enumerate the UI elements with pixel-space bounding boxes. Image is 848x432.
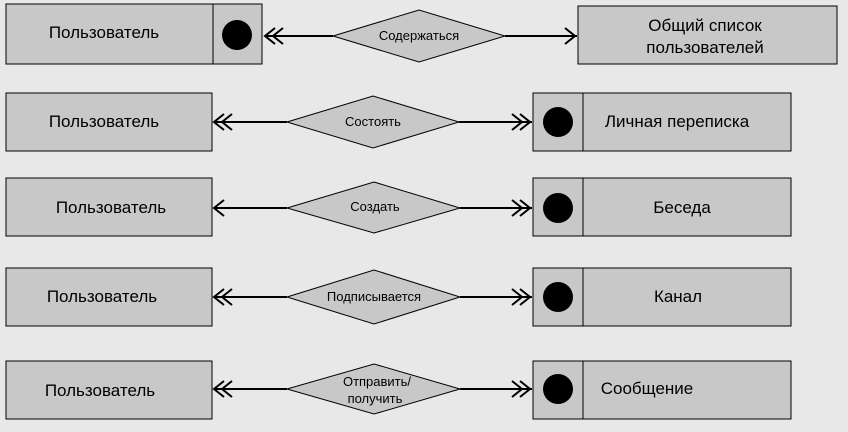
entity-group-chat-label: Беседа [653, 198, 711, 217]
many-arrowhead-left [212, 380, 225, 398]
entity-user [5, 3, 263, 65]
er-row-2: Пользователь Состоять Личная переписка [5, 92, 792, 152]
entity-user-list-label-line-2: пользователей [646, 38, 763, 57]
entity-message-label: Сообщение [601, 379, 694, 398]
entity-channel [532, 267, 792, 327]
relationship-diamond [285, 181, 462, 234]
connector-lines [263, 27, 577, 45]
many-arrowhead-left-2 [220, 380, 233, 398]
many-arrowhead-left [263, 27, 276, 45]
many-arrowhead-right [511, 380, 524, 398]
key-dot-icon [222, 20, 252, 50]
many-arrowhead-right-2 [519, 288, 532, 306]
entity-user-label: Пользователь [45, 381, 155, 400]
key-dot-icon [543, 374, 573, 404]
many-arrowhead-left-2 [220, 113, 233, 131]
entity-group-chat [532, 177, 792, 237]
entity-user-label: Пользователь [47, 287, 157, 306]
connector-lines [212, 199, 532, 217]
entity-user-list [577, 5, 838, 65]
many-arrowhead-right [511, 288, 524, 306]
arrowhead-left [212, 199, 225, 217]
arrowhead-right [564, 27, 577, 45]
relationship-label: Содержаться [379, 28, 459, 43]
many-arrowhead-left [212, 113, 225, 131]
relationship-label: Состоять [345, 114, 401, 129]
entity-user [5, 92, 213, 152]
many-arrowhead-right-2 [519, 199, 532, 217]
entity-private-chat [532, 92, 792, 152]
entity-user [5, 360, 213, 420]
relationship-diamond [285, 269, 462, 325]
relationship-label: Подписывается [327, 289, 421, 304]
entity-channel-label: Канал [654, 287, 702, 306]
many-arrowhead-left-2 [220, 288, 233, 306]
connector-lines [212, 288, 532, 306]
many-arrowhead-right-2 [519, 380, 532, 398]
relationship-diamond [285, 95, 461, 149]
key-dot-icon [543, 107, 573, 137]
relationship-label-line-2: получить [348, 391, 403, 406]
many-arrowhead-right [511, 113, 524, 131]
relationship-label: Создать [350, 199, 400, 214]
entity-user-label: Пользователь [56, 198, 166, 217]
entity-private-chat-label: Личная переписка [605, 112, 750, 131]
er-row-4: Пользователь Подписывается Канал [5, 267, 792, 327]
many-arrowhead-right-2 [519, 113, 532, 131]
connector-lines [212, 113, 532, 131]
entity-user-label: Пользователь [49, 23, 159, 42]
relationship-label-line-1: Отправить/ [343, 374, 411, 389]
entity-user-label: Пользователь [49, 112, 159, 131]
relationship-diamond [285, 363, 462, 415]
er-row-5: Пользователь Отправить/ получить Сообщен… [5, 360, 792, 420]
er-row-1: Пользователь Содержаться Общий список по… [5, 3, 838, 65]
many-arrowhead-left [212, 288, 225, 306]
relationship-diamond [331, 9, 507, 63]
er-row-3: Пользователь Создать Беседа [5, 177, 792, 237]
entity-user [5, 267, 213, 327]
many-arrowhead-right [511, 199, 524, 217]
entity-message [532, 360, 792, 420]
key-dot-icon [543, 282, 573, 312]
many-arrowhead-left-2 [271, 27, 284, 45]
key-dot-icon [543, 193, 573, 223]
entity-user-list-label-line-1: Общий список [648, 16, 762, 35]
entity-user [5, 177, 213, 237]
connector-lines [212, 380, 532, 398]
